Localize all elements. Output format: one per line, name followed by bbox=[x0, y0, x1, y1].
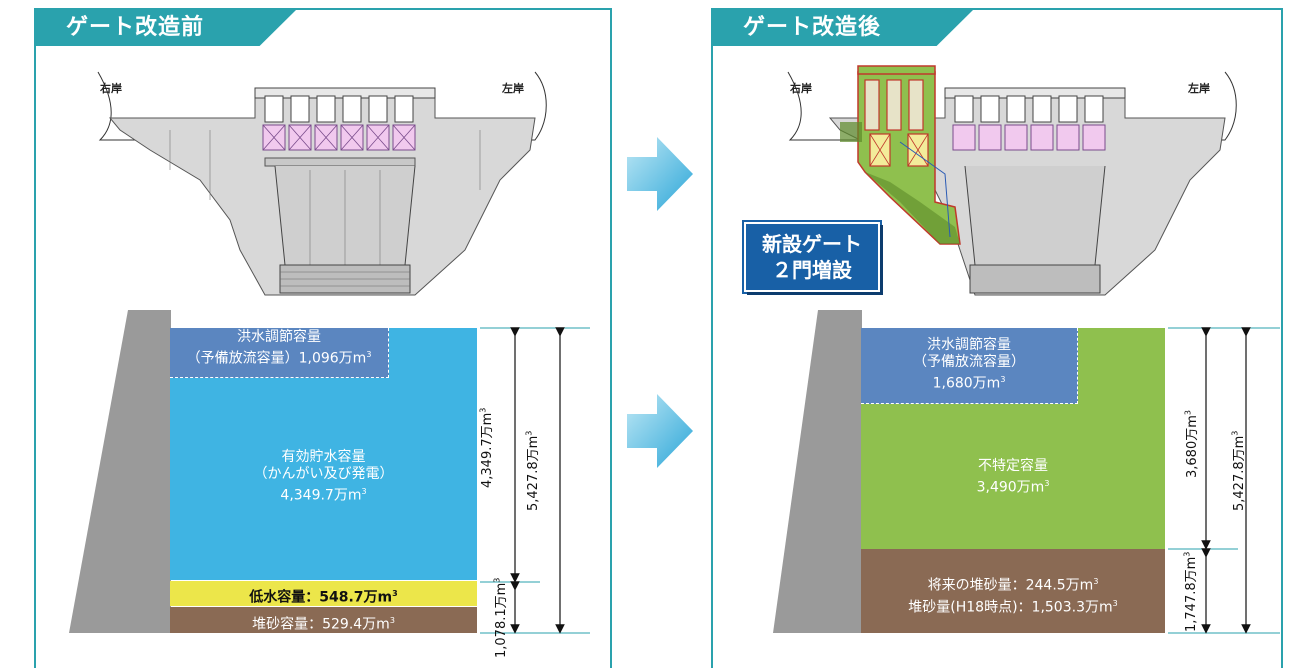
dim-bottom-label-before: 1,078.1万m3 bbox=[492, 577, 509, 658]
flood-control-label-before: 洪水調節容量 （予備放流容量）1,096万m3 bbox=[170, 329, 388, 368]
bank-left-label-after: 左岸 bbox=[1188, 82, 1210, 95]
dim-upper-label-after: 3,680万m3 bbox=[1183, 410, 1200, 478]
flood-control-subtitle-after: （予備放流容量） bbox=[913, 354, 1025, 370]
flood-control-title-before: 洪水調節容量 bbox=[237, 329, 321, 345]
right-arrow-icon bbox=[627, 137, 693, 211]
sediment-label-after: 将来の堆砂量：244.5万m3 堆砂量(H18時点)：1,503.3万m3 bbox=[861, 573, 1165, 616]
dam-wall-after bbox=[773, 310, 862, 633]
dim-total-label-before: 5,427.8万m3 bbox=[524, 430, 541, 511]
flood-control-label-after: 洪水調節容量 （予備放流容量） 1,680万m3 bbox=[861, 337, 1077, 393]
panel-before-header bbox=[36, 10, 296, 46]
bank-right-label-after: 右岸 bbox=[790, 82, 812, 95]
dimension-lines-after bbox=[1168, 327, 1280, 634]
dimension-lines-before bbox=[480, 327, 590, 634]
unspecified-title: 不特定容量 bbox=[978, 458, 1048, 474]
low-water-label: 低水容量：548.7万m3 bbox=[249, 589, 398, 606]
sediment-block-after bbox=[861, 549, 1165, 633]
badge-line2: ２門増設 bbox=[772, 258, 852, 282]
effective-storage-label: 有効貯水容量 （かんがい及び発電） 4,349.7万m3 bbox=[170, 449, 477, 505]
sediment-block-before bbox=[170, 607, 477, 633]
panel-after-header bbox=[713, 10, 973, 46]
right-arrow-icon-2 bbox=[627, 394, 693, 468]
flood-control-block-after bbox=[861, 328, 1078, 404]
flood-control-title-after: 洪水調節容量 bbox=[927, 337, 1011, 353]
future-sediment-label: 将来の堆砂量：244.5万m3 bbox=[927, 577, 1099, 594]
current-sediment-label: 堆砂量(H18時点)：1,503.3万m3 bbox=[908, 598, 1118, 616]
dam-wall-before bbox=[69, 310, 171, 633]
flood-control-value-after: 1,680万m3 bbox=[932, 375, 1006, 392]
flood-control-block-before bbox=[170, 328, 389, 378]
effective-storage-value: 4,349.7万m3 bbox=[280, 487, 367, 504]
unspecified-value: 3,490万m3 bbox=[976, 479, 1050, 496]
dim-effective-label: 4,349.7万m3 bbox=[478, 407, 495, 488]
panel-before-title: ゲート改造前 bbox=[66, 15, 205, 40]
new-gate-badge: 新設ゲート ２門増設 bbox=[744, 222, 880, 292]
effective-storage-subtitle: （かんがい及び発電） bbox=[253, 466, 394, 482]
unspecified-label: 不特定容量 3,490万m3 bbox=[861, 458, 1165, 497]
dam-elevation-after bbox=[787, 65, 1237, 296]
bank-right-label-before: 右岸 bbox=[100, 82, 122, 95]
dam-elevation-before bbox=[97, 71, 547, 296]
flood-control-value-before: （予備放流容量）1,096万m3 bbox=[186, 350, 372, 367]
effective-storage-title: 有効貯水容量 bbox=[281, 449, 366, 465]
dim-total-label-after: 5,427.8万m3 bbox=[1230, 430, 1247, 511]
bank-left-label-before: 左岸 bbox=[502, 82, 524, 95]
panel-after-title: ゲート改造後 bbox=[743, 15, 882, 40]
dim-bottom-label-after: 1,747.8万m3 bbox=[1182, 551, 1199, 632]
badge-line1: 新設ゲート bbox=[762, 232, 862, 256]
low-water-block bbox=[170, 581, 477, 606]
sediment-label-before: 堆砂容量：529.4万m3 bbox=[252, 616, 395, 633]
